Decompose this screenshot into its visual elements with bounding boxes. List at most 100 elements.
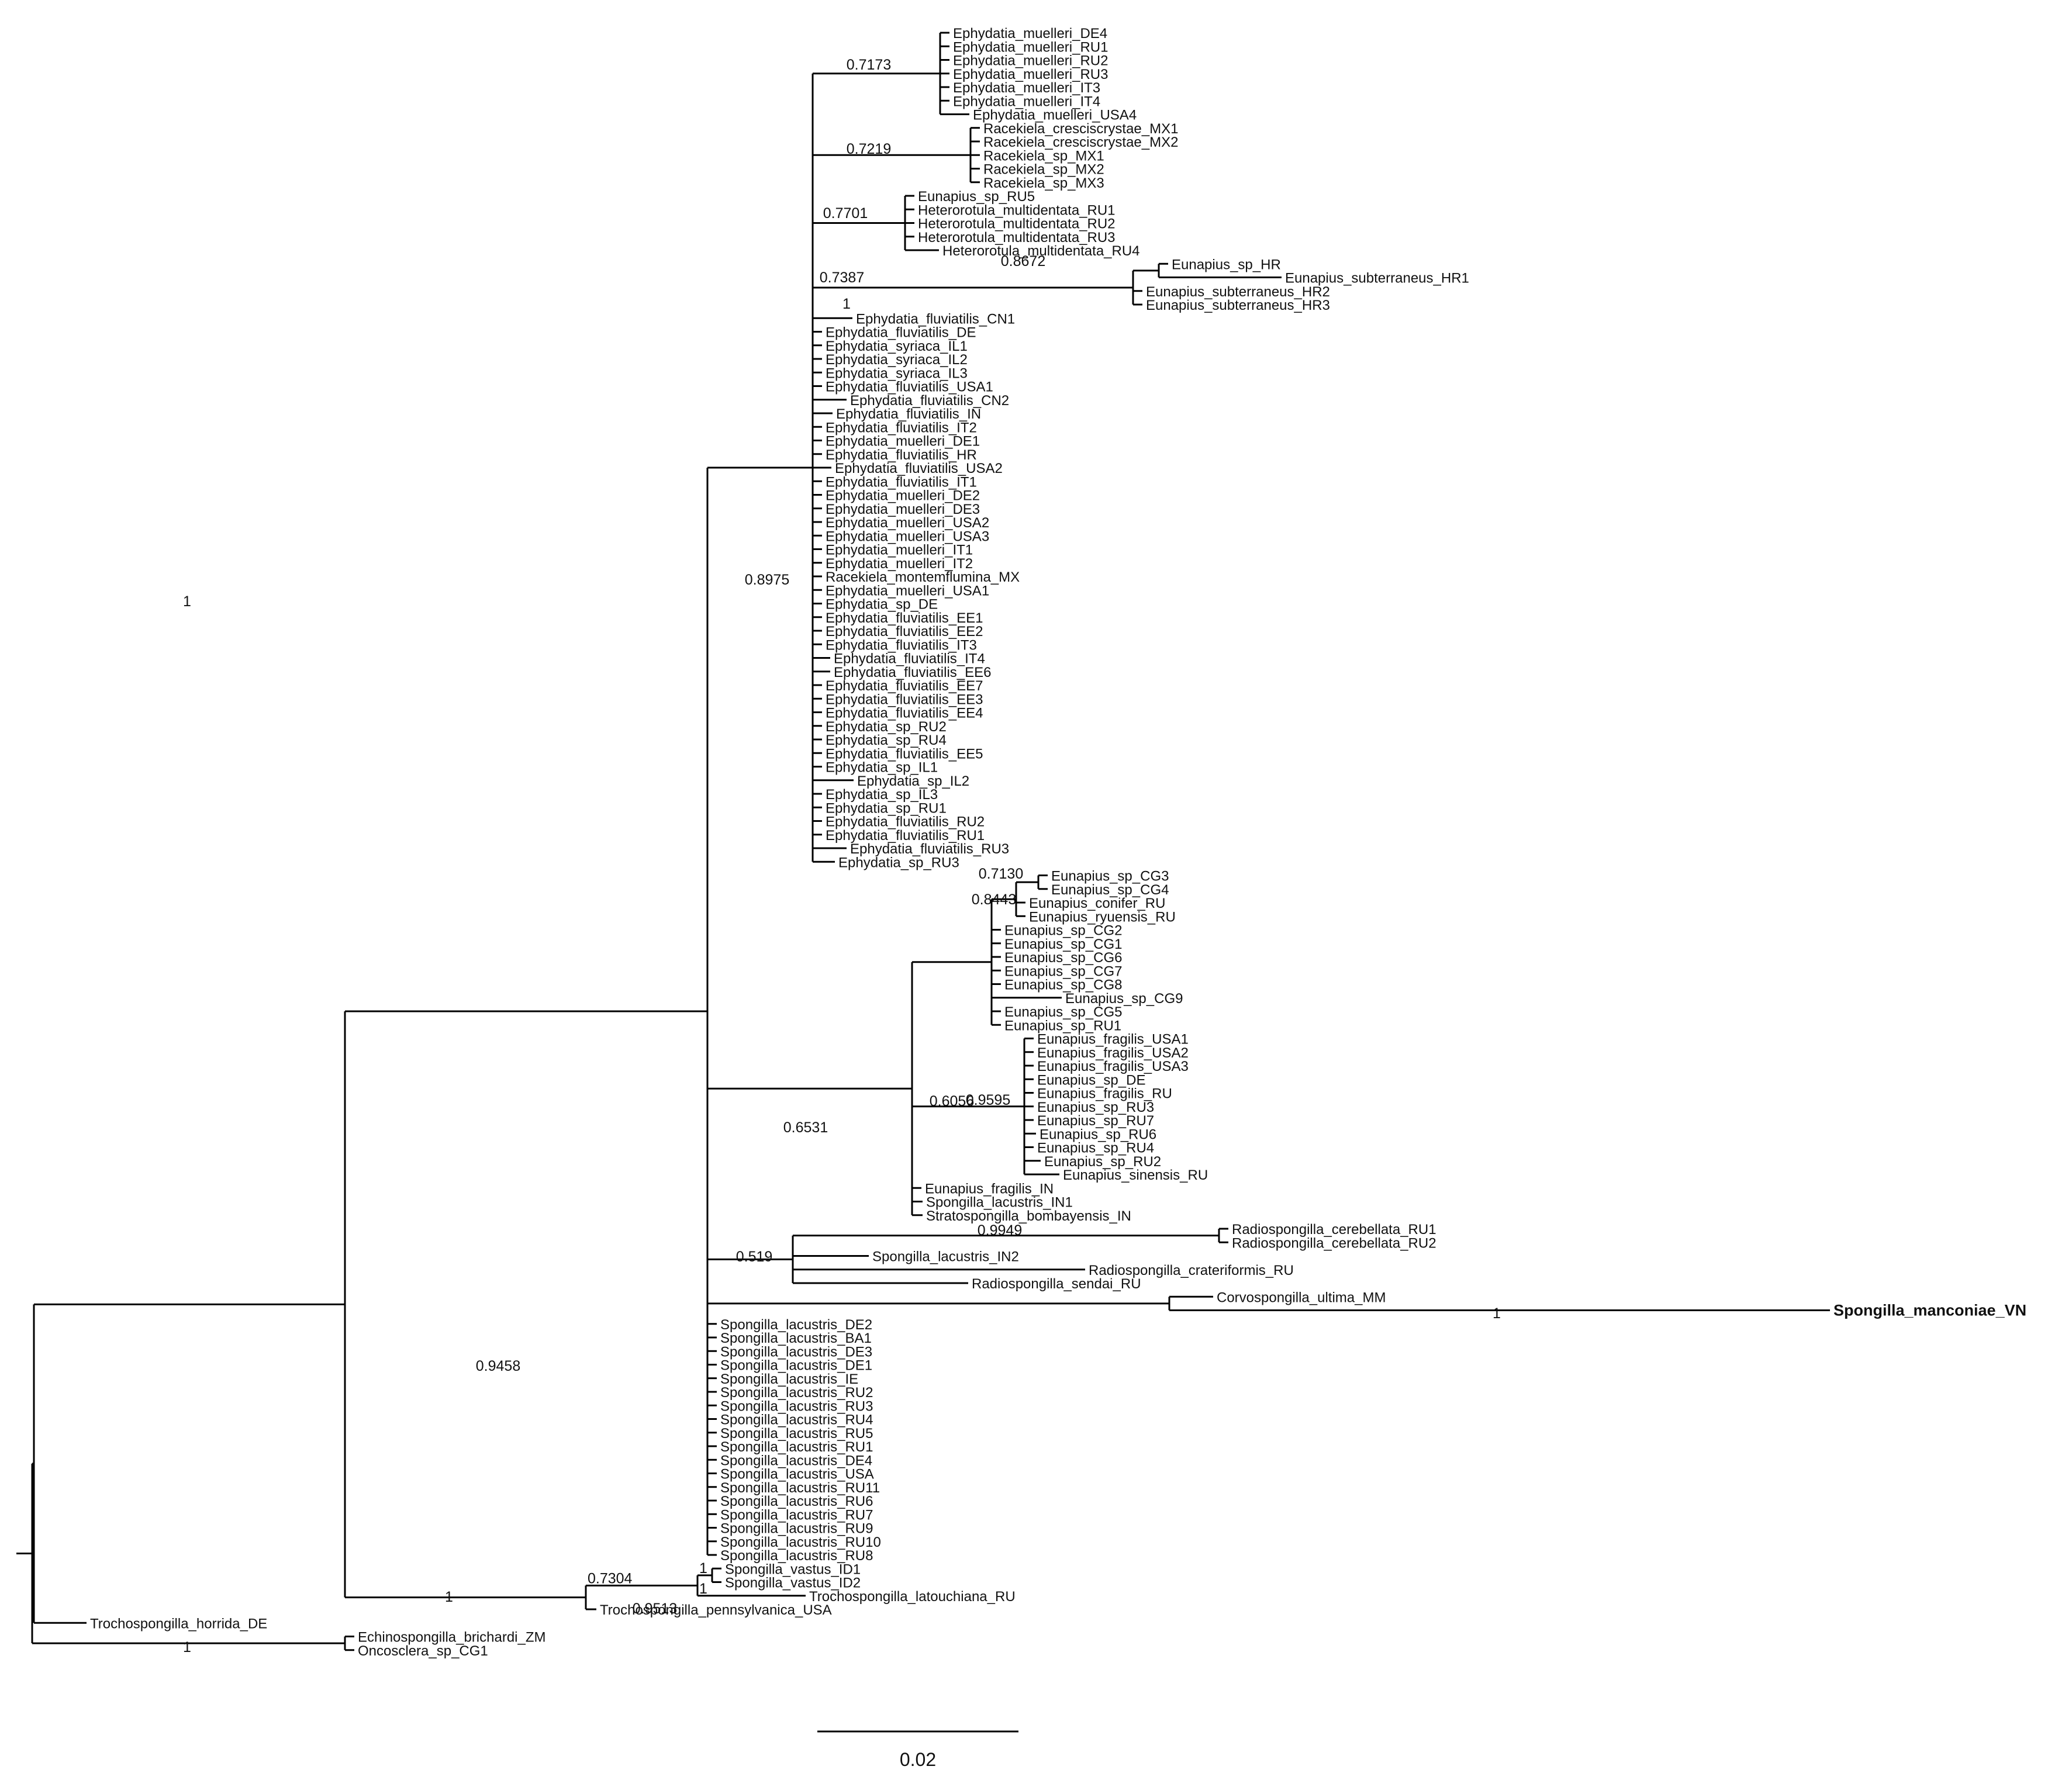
- taxon-label: Ephydatia_sp_RU1: [826, 800, 947, 816]
- taxon-label: Ephydatia_fluviatilis_RU3: [850, 841, 1009, 857]
- tree-labels: 10.94580.89750.7173Ephydatia_muelleri_DE…: [90, 26, 2026, 1659]
- taxon-label: Spongilla_vastus_ID1: [725, 1561, 861, 1577]
- taxon-label: Eunapius_sp_CG5: [1004, 1004, 1122, 1020]
- taxon-label: Spongilla_lacustris_USA: [720, 1467, 874, 1482]
- taxon-label: Ephydatia_fluviatilis_RU1: [826, 828, 985, 844]
- support-value: 0.8672: [1001, 253, 1045, 269]
- taxon-label: Ephydatia_fluviatilis_IT2: [826, 420, 977, 435]
- taxon-label: Ephydatia_fluviatilis_IT1: [826, 474, 977, 490]
- taxon-label: Eunapius_ryuensis_RU: [1029, 909, 1176, 925]
- taxon-label: Eunapius_sp_RU4: [1037, 1140, 1154, 1156]
- taxon-label: Eunapius_sp_HR: [1172, 257, 1281, 272]
- taxon-label: Ephydatia_muelleri_USA2: [826, 515, 989, 531]
- taxon-label: Ephydatia_sp_IL3: [826, 787, 938, 803]
- taxon-label: Ephydatia_muelleri_DE2: [826, 488, 980, 504]
- taxon-label: Stratospongilla_bombayensis_IN: [926, 1208, 1131, 1224]
- taxon-label: Racekiela_sp_MX2: [983, 162, 1104, 178]
- taxon-label: Eunapius_sp_RU3: [1037, 1100, 1154, 1115]
- taxon-label: Spongilla_lacustris_DE1: [720, 1358, 872, 1374]
- highlighted-taxon-label: Spongilla_manconiae_VN: [1833, 1302, 2026, 1319]
- taxon-label: Spongilla_lacustris_DE2: [720, 1317, 872, 1333]
- taxon-label: Ephydatia_muelleri_IT1: [826, 542, 973, 558]
- taxon-label: Spongilla_lacustris_IE: [720, 1371, 858, 1387]
- taxon-label: Spongilla_lacustris_RU4: [720, 1412, 873, 1428]
- support-value: 1: [699, 1581, 707, 1597]
- taxon-label: Ephydatia_fluviatilis_EE3: [826, 692, 983, 707]
- taxon-label: Eunapius_fragilis_USA1: [1037, 1032, 1189, 1048]
- taxon-label: Eunapius_sp_CG6: [1004, 950, 1122, 966]
- taxon-label: Trochospongilla_latouchiana_RU: [809, 1589, 1016, 1605]
- taxon-label: Ephydatia_syriaca_IL2: [826, 352, 968, 368]
- taxon-label: Echinospongilla_brichardi_ZM: [358, 1630, 546, 1646]
- taxon-label: Ephydatia_fluviatilis_EE4: [826, 706, 983, 721]
- taxon-label: Ephydatia_syriaca_IL1: [826, 338, 968, 354]
- taxon-label: Eunapius_fragilis_RU: [1037, 1086, 1172, 1102]
- taxon-label: Eunapius_sp_CG1: [1004, 936, 1122, 952]
- taxon-label: Eunapius_sp_RU6: [1040, 1126, 1156, 1142]
- taxon-label: Ephydatia_sp_IL2: [857, 773, 969, 789]
- taxon-label: Spongilla_lacustris_RU8: [720, 1548, 873, 1564]
- tree-branches: [16, 32, 1830, 1651]
- taxon-label: Eunapius_sp_RU5: [918, 189, 1035, 205]
- taxon-label: Ephydatia_fluviatilis_CN2: [850, 393, 1009, 409]
- taxon-label: Radiospongilla_cerebellata_RU1: [1232, 1222, 1436, 1238]
- taxon-label: Ephydatia_muelleri_IT3: [953, 80, 1100, 96]
- taxon-label: Spongilla_lacustris_BA1: [720, 1330, 872, 1346]
- support-value: 1: [699, 1560, 707, 1577]
- taxon-label: Racekiela_sp_MX3: [983, 175, 1104, 191]
- taxon-label: Spongilla_lacustris_RU10: [720, 1534, 881, 1550]
- taxon-label: Ephydatia_fluviatilis_EE1: [826, 610, 983, 626]
- taxon-label: Ephydatia_muelleri_DE3: [826, 502, 980, 517]
- taxon-label: Ephydatia_fluviatilis_EE5: [826, 746, 983, 762]
- support-value: 0.9458: [476, 1358, 520, 1374]
- support-value: 0.7219: [847, 141, 891, 157]
- taxon-label: Ephydatia_muelleri_IT4: [953, 94, 1100, 109]
- taxon-label: Eunapius_subterraneus_HR3: [1146, 298, 1330, 313]
- taxon-label: Radiospongilla_crateriformis_RU: [1089, 1263, 1294, 1278]
- taxon-label: Ephydatia_syriaca_IL3: [826, 365, 968, 381]
- taxon-label: Ephydatia_fluviatilis_IN: [836, 406, 981, 422]
- support-value: 0.7387: [820, 269, 864, 286]
- taxon-label: Eunapius_conifer_RU: [1029, 896, 1165, 911]
- support-value: 0.6056: [930, 1093, 974, 1109]
- taxon-label: Ephydatia_muelleri_DE4: [953, 26, 1107, 42]
- support-value: 1: [1493, 1305, 1501, 1322]
- taxon-label: Ephydatia_fluviatilis_EE6: [834, 665, 992, 680]
- taxon-label: Ephydatia_sp_RU4: [826, 732, 947, 748]
- support-value: 0.7130: [979, 866, 1023, 882]
- taxon-label: Spongilla_lacustris_IN1: [926, 1195, 1073, 1211]
- taxon-label: Ephydatia_fluviatilis_IT3: [826, 637, 977, 653]
- taxon-label: Racekiela_sp_MX1: [983, 148, 1104, 164]
- scale-bar-label: 0.02: [900, 1749, 936, 1770]
- taxon-label: Eunapius_sp_RU7: [1037, 1113, 1154, 1129]
- taxon-label: Ephydatia_muelleri_USA1: [826, 583, 989, 599]
- taxon-label: Trochospongilla_horrida_DE: [90, 1616, 267, 1632]
- taxon-label: Ephydatia_sp_DE: [826, 597, 938, 613]
- taxon-label: Ephydatia_sp_RU3: [838, 855, 959, 870]
- taxon-label: Eunapius_fragilis_IN: [925, 1181, 1054, 1197]
- support-value: 0.8443: [972, 891, 1016, 908]
- taxon-label: Ephydatia_muelleri_RU2: [953, 53, 1108, 69]
- taxon-label: Radiospongilla_cerebellata_RU2: [1232, 1235, 1436, 1251]
- taxon-label: Spongilla_lacustris_RU9: [720, 1521, 873, 1537]
- support-value: 0.519: [736, 1249, 773, 1265]
- taxon-label: Ephydatia_fluviatilis_RU2: [826, 814, 985, 830]
- taxon-label: Eunapius_sp_CG4: [1051, 882, 1169, 898]
- taxon-label: Spongilla_lacustris_RU1: [720, 1439, 873, 1455]
- taxon-label: Ephydatia_fluviatilis_HR: [826, 447, 977, 463]
- taxon-label: Eunapius_fragilis_USA3: [1037, 1059, 1189, 1074]
- taxon-label: Ephydatia_muelleri_RU1: [953, 39, 1108, 55]
- taxon-label: Ephydatia_fluviatilis_CN1: [856, 311, 1015, 327]
- taxon-label: Eunapius_sinensis_RU: [1063, 1167, 1208, 1183]
- taxon-label: Heterorotula_multidentata_RU2: [918, 216, 1116, 232]
- taxon-label: Spongilla_lacustris_RU7: [720, 1507, 873, 1523]
- support-value: 0.7173: [847, 57, 891, 73]
- taxon-label: Ephydatia_fluviatilis_USA1: [826, 379, 993, 395]
- taxon-label: Ephydatia_muelleri_USA3: [826, 528, 989, 544]
- support-value: 0.7304: [588, 1570, 633, 1586]
- support-value: 0.8975: [745, 572, 789, 588]
- support-value: 1: [842, 296, 851, 312]
- taxon-label: Racekiela_montemflumina_MX: [826, 569, 1020, 585]
- support-value: 0.9949: [978, 1222, 1022, 1239]
